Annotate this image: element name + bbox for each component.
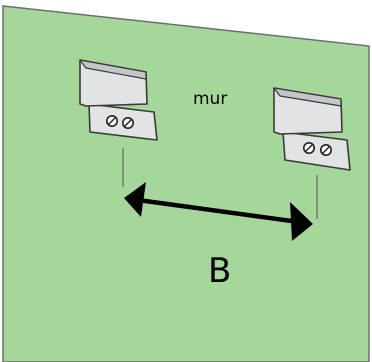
screw-icon [122, 117, 135, 130]
arrow-head-right [290, 202, 313, 241]
screw-icon [319, 144, 332, 157]
screw-icon [302, 142, 315, 155]
distance-label: B [208, 251, 231, 291]
left-bracket-fold [79, 59, 147, 80]
arrow-shaft [137, 197, 300, 225]
left-bracket [79, 59, 158, 141]
wall-label: mur [193, 89, 227, 109]
arrow-head-left [124, 182, 146, 217]
right-bracket-fold [273, 87, 342, 107]
right-bracket [273, 87, 351, 171]
screw-icon [106, 115, 119, 128]
right-bracket-plate [282, 131, 351, 171]
wall-panel [2, 5, 370, 362]
double-arrow-icon [124, 182, 313, 241]
